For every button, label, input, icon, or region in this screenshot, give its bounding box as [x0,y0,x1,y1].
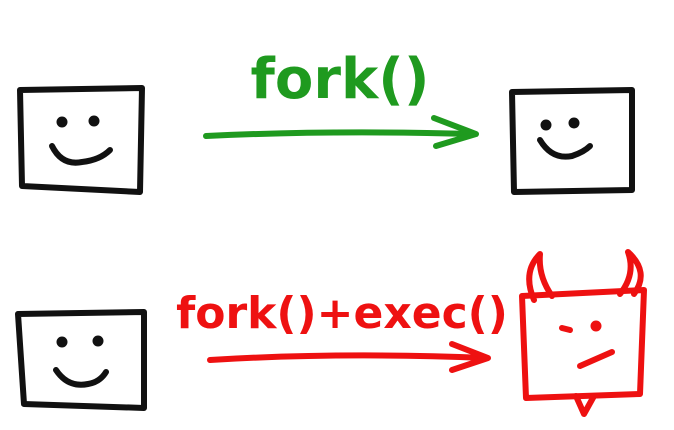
box-outline [17,85,145,195]
left-eye [559,325,573,333]
box-outline [509,87,635,195]
smile-mouth [49,143,113,166]
frown-mouth [577,349,615,369]
fork-label: fork() [251,47,430,112]
arrow-shaft [207,352,489,363]
right-eye [92,335,104,347]
fork-exec-label: fork()+exec() [176,288,508,339]
left-eye [56,116,68,128]
devil-process [519,249,647,417]
parent-process-smiley [15,309,147,411]
left-eye [56,336,68,348]
right-eye [88,115,100,127]
tail-icon [573,393,597,417]
arrow-shaft [203,129,477,139]
smile-mouth [53,367,109,388]
left-horn-icon [526,251,555,303]
right-horn-icon [617,249,644,297]
fork-arrow [203,115,479,149]
child-process-smiley [509,87,635,195]
fork-exec-arrow [207,341,491,373]
row-fork-exec: fork()+exec() [15,249,647,417]
left-eye [540,119,552,131]
right-eye [590,320,602,332]
arrow-head [431,115,479,149]
box-outline [15,309,147,411]
smile-mouth [537,137,593,160]
right-eye [568,117,580,129]
arrow-head [449,341,491,373]
row-fork: fork() [17,47,635,195]
box-outline [519,287,647,401]
parent-process-smiley [17,85,145,195]
